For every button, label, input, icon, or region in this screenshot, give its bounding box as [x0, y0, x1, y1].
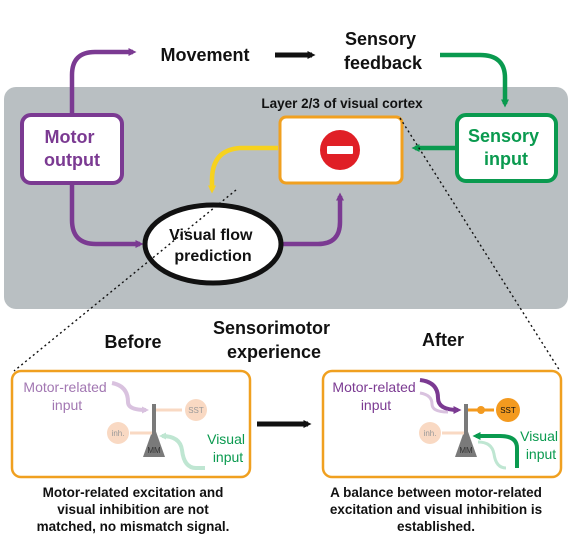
feedback-to-sensory-arrow	[440, 52, 509, 108]
before-caption-line-1: Motor-related excitation and	[42, 485, 224, 500]
motor-to-prediction-arrow	[69, 184, 144, 248]
after-motor-input-arrow	[419, 378, 462, 414]
after-motor-input-faint-arrow	[419, 391, 449, 414]
prediction-to-comparator-arrow	[282, 192, 344, 247]
comparator-to-prediction-arrow	[208, 145, 278, 194]
after-visual-input-faint-arrow	[477, 440, 507, 470]
movement-label: Movement	[160, 45, 249, 65]
before-inh-cell	[107, 422, 129, 444]
after-visual-input-label: Visual input	[520, 428, 562, 462]
cortex-title: Layer 2/3 of visual cortex	[261, 96, 423, 111]
sensory-input-box	[455, 113, 558, 183]
before-label: Before	[104, 332, 161, 352]
after-inh-cell	[419, 422, 441, 444]
after-sst-cell	[496, 398, 520, 422]
after-mm-neuron	[455, 404, 477, 457]
before-inh-label: inh.	[112, 429, 125, 438]
after-sst-label: SST	[500, 406, 516, 415]
motor-output-label: Motor output	[44, 127, 100, 170]
after-motor-input-label: Motor-related input	[332, 379, 419, 413]
before-caption-line-3: matched, no mismatch signal.	[36, 519, 230, 534]
before-caption: Motor-related excitation and visual inhi…	[2, 484, 264, 535]
after-inh-label: inh.	[424, 429, 437, 438]
after-visual-input-arrow	[472, 432, 519, 468]
sensory-feedback-label: Sensory feedback	[344, 29, 423, 73]
visual-flow-prediction-label: Visual flow prediction	[169, 227, 257, 265]
after-caption-line-2: excitation and visual inhibition is	[329, 502, 543, 517]
before-caption-line-2: visual inhibition are not	[57, 502, 209, 517]
after-caption-line-1: A balance between motor-related	[330, 485, 542, 500]
no-entry-icon	[320, 130, 360, 170]
before-visual-input-label: Visual input	[207, 431, 249, 465]
before-panel	[10, 369, 252, 479]
sensory-input-label: Sensory input	[468, 126, 544, 169]
before-sst-label: SST	[188, 406, 204, 415]
after-caption-line-3: established.	[396, 519, 476, 534]
after-mm-label: MM	[459, 446, 473, 455]
motor-to-movement-arrow	[69, 48, 137, 113]
visual-flow-prediction	[142, 202, 284, 286]
after-label: After	[422, 330, 464, 350]
after-caption: A balance between motor-related excitati…	[300, 484, 572, 535]
before-mm-label: MM	[147, 446, 161, 455]
before-visual-input-arrow	[159, 432, 205, 470]
sensorimotor-experience-label: Sensorimotor experience	[213, 318, 335, 362]
after-sst-knob	[477, 406, 485, 414]
before-motor-input-label: Motor-related input	[23, 379, 110, 413]
motor-output-box	[20, 113, 124, 185]
before-sst-cell	[185, 399, 207, 421]
after-panel	[321, 369, 563, 479]
before-motor-input-arrow	[111, 381, 149, 414]
before-mm-neuron	[143, 404, 165, 457]
